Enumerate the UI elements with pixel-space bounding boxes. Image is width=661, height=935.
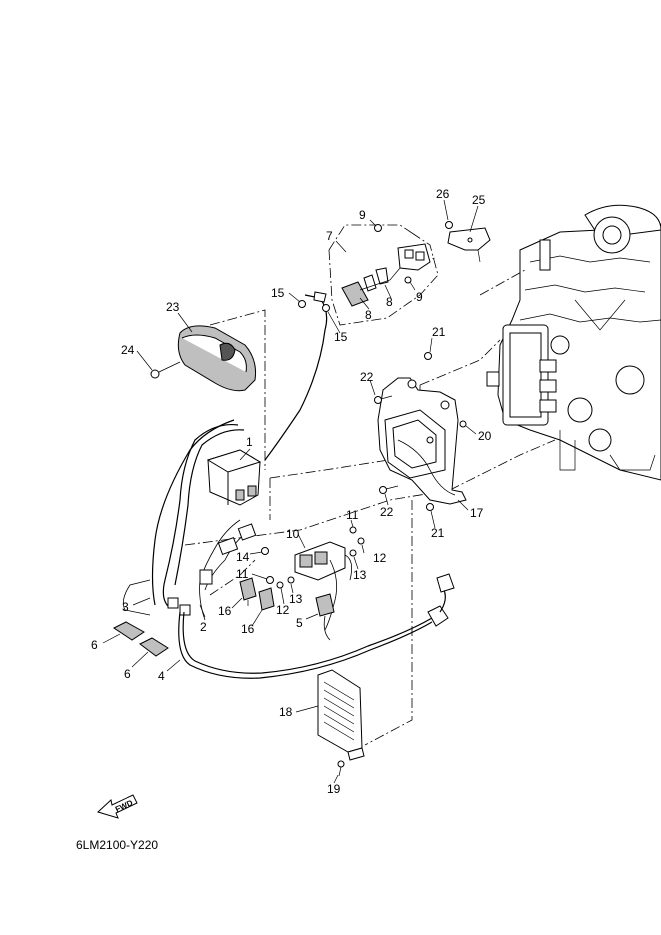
callout-labels: 1 2 3 4 5 6 6 7 8 8 9 9 10 11 11 12 12 1…: [91, 187, 492, 796]
callout-leaders: [102, 199, 479, 784]
nut-11-lower: [266, 576, 274, 584]
callout-6-a: 6: [91, 638, 98, 652]
part-16-connector-b: [258, 587, 275, 611]
callout-2: 2: [200, 620, 207, 634]
engine-block: [486, 204, 661, 481]
part-10-bracket: [294, 541, 353, 631]
callout-15-a: 15: [271, 286, 285, 300]
callout-4: 4: [158, 669, 165, 683]
callout-14: 14: [236, 550, 250, 564]
callout-15-b: 15: [334, 330, 348, 344]
wire-harness-2-3: [122, 419, 257, 621]
callout-22-b: 22: [380, 505, 394, 519]
callout-13-b: 13: [289, 592, 303, 606]
callout-23: 23: [166, 300, 180, 314]
callout-8-a: 8: [365, 308, 372, 322]
part-25-bracket: [447, 227, 491, 263]
screw-22-upper: [374, 395, 393, 404]
part-6-holder-a: [113, 621, 145, 641]
washer-12-lower: [276, 581, 284, 589]
part-24-screw: [150, 361, 181, 379]
callout-18: 18: [279, 705, 293, 719]
screw-19: [337, 760, 345, 777]
diagram-code: 6LM2100-Y220: [76, 838, 159, 852]
part-5-connector: [315, 593, 335, 641]
callout-21-a: 21: [432, 325, 446, 339]
screw-21-lower: [426, 503, 434, 511]
part-20-clip: [459, 420, 467, 428]
fwd-label: FWD: [114, 798, 135, 814]
callout-13-a: 13: [353, 568, 367, 582]
callout-22-a: 22: [360, 370, 374, 384]
screw-22-lower: [379, 485, 399, 494]
callout-3: 3: [122, 600, 129, 614]
part-4-cable: [178, 573, 455, 679]
part-26-screw: [445, 221, 453, 229]
callout-24: 24: [121, 343, 135, 357]
part-15-cable: [264, 291, 330, 461]
callout-25: 25: [472, 193, 486, 207]
callout-20: 20: [478, 429, 492, 443]
part-23-cover: [177, 325, 256, 392]
callout-26: 26: [436, 187, 450, 201]
callout-12-a: 12: [373, 551, 387, 565]
callout-8-b: 8: [386, 295, 393, 309]
washer-12-upper: [357, 537, 365, 545]
nut-13-lower: [287, 576, 295, 584]
callout-1: 1: [246, 435, 253, 449]
part-6-holder-b: [139, 637, 169, 657]
callout-16-b: 16: [241, 622, 255, 636]
callout-6-b: 6: [124, 667, 131, 681]
screw-21-upper: [424, 352, 432, 360]
screw-14: [261, 547, 269, 555]
callout-10: 10: [286, 527, 300, 541]
callout-9-a: 9: [359, 208, 366, 222]
callout-11-b: 11: [236, 567, 249, 581]
part-16-connector-a: [239, 577, 257, 606]
part-18-heatsink: [317, 669, 365, 761]
mounting-plate: [377, 377, 467, 505]
callout-11-a: 11: [346, 508, 359, 522]
callout-9-b: 9: [416, 290, 423, 304]
callout-21-b: 21: [431, 526, 445, 540]
callout-17: 17: [470, 506, 484, 520]
callout-7: 7: [326, 229, 333, 243]
callout-19: 19: [327, 782, 341, 796]
callout-16-a: 16: [218, 604, 232, 618]
nut-13-upper: [349, 549, 357, 557]
callout-12-b: 12: [276, 603, 290, 617]
callout-5: 5: [296, 616, 303, 630]
nut-11-upper: [349, 526, 357, 534]
fwd-arrow-icon: FWD: [97, 794, 138, 819]
part-1-unit: [206, 449, 262, 506]
